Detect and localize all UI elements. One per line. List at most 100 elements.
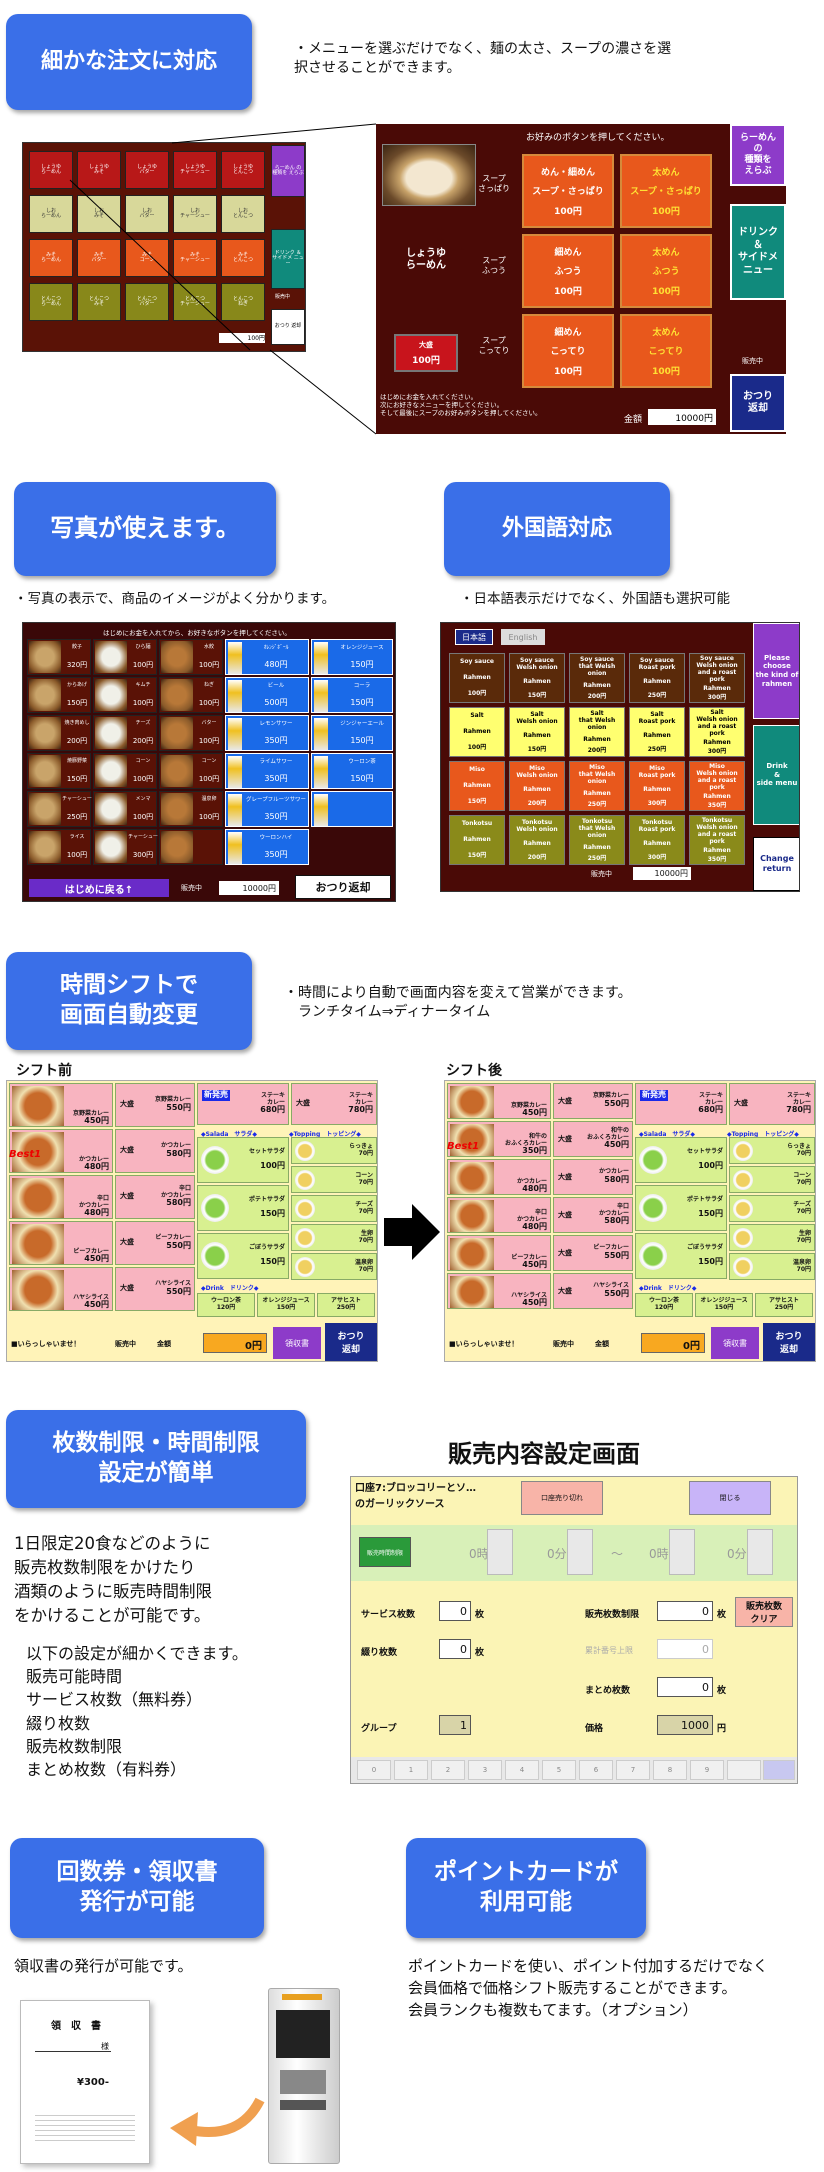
small-menu-button[interactable]: とんこつ みそ (77, 283, 121, 321)
number-key[interactable]: 2 (431, 1760, 465, 1780)
tab-japanese[interactable]: 日本語 (455, 629, 493, 645)
price-field[interactable]: 1000 (657, 1715, 713, 1735)
number-key[interactable]: 0 (357, 1760, 391, 1780)
small-menu-button[interactable]: とんこつ らーめん (29, 283, 73, 321)
number-key-extra[interactable] (763, 1760, 795, 1780)
end-minute-stepper[interactable] (747, 1529, 773, 1575)
close-button[interactable]: 閉じる (689, 1481, 771, 1515)
small-menu-button[interactable]: とんこつ ねぎ (221, 283, 265, 321)
tab-english[interactable]: English (501, 629, 545, 645)
number-key-extra[interactable] (727, 1760, 761, 1780)
small-change-button[interactable]: おつり 返却 (271, 309, 305, 345)
start-minute-stepper[interactable] (567, 1529, 593, 1575)
photo-change-button[interactable]: おつり返却 (295, 875, 391, 899)
limit-field[interactable]: 0 (657, 1601, 713, 1621)
foreign-change-button[interactable]: Change return (753, 837, 799, 891)
small-menu-button[interactable]: しお バター (125, 195, 169, 233)
number-key[interactable]: 6 (579, 1760, 613, 1780)
small-side-button-type[interactable]: らーめん の 種類を えらぶ (271, 145, 305, 197)
receipt-status-button[interactable]: 領収書 (273, 1327, 321, 1359)
small-menu-button[interactable]: とんこつ バター (125, 283, 169, 321)
small-menu-button[interactable]: みそ とんこつ (221, 239, 265, 277)
shift-change-button[interactable]: おつり 返却 (325, 1323, 377, 1361)
service-count-field[interactable]: 0 (439, 1601, 471, 1621)
drink-menu-item[interactable] (311, 791, 393, 827)
receipt-status-button[interactable]: 領収書 (711, 1327, 759, 1359)
small-menu-button[interactable]: みそ らーめん (29, 239, 73, 277)
side-button-ramen-type[interactable]: らーめん の 種類を えらぶ (730, 124, 786, 186)
small-side-button-drink[interactable]: ドリンク ＆ サイドメ ニュー (271, 229, 305, 289)
foreign-side-kind[interactable]: Please choose the kind of rahmen (753, 623, 799, 719)
start-hour-stepper[interactable] (487, 1529, 513, 1575)
small-menu-button[interactable]: しょうゆ みそ (77, 151, 121, 189)
number-key[interactable]: 1 (394, 1760, 428, 1780)
small-menu-button[interactable]: みそ バター (77, 239, 121, 277)
number-key[interactable]: 3 (468, 1760, 502, 1780)
small-menu-button[interactable]: みそ チャーシュー (173, 239, 217, 277)
